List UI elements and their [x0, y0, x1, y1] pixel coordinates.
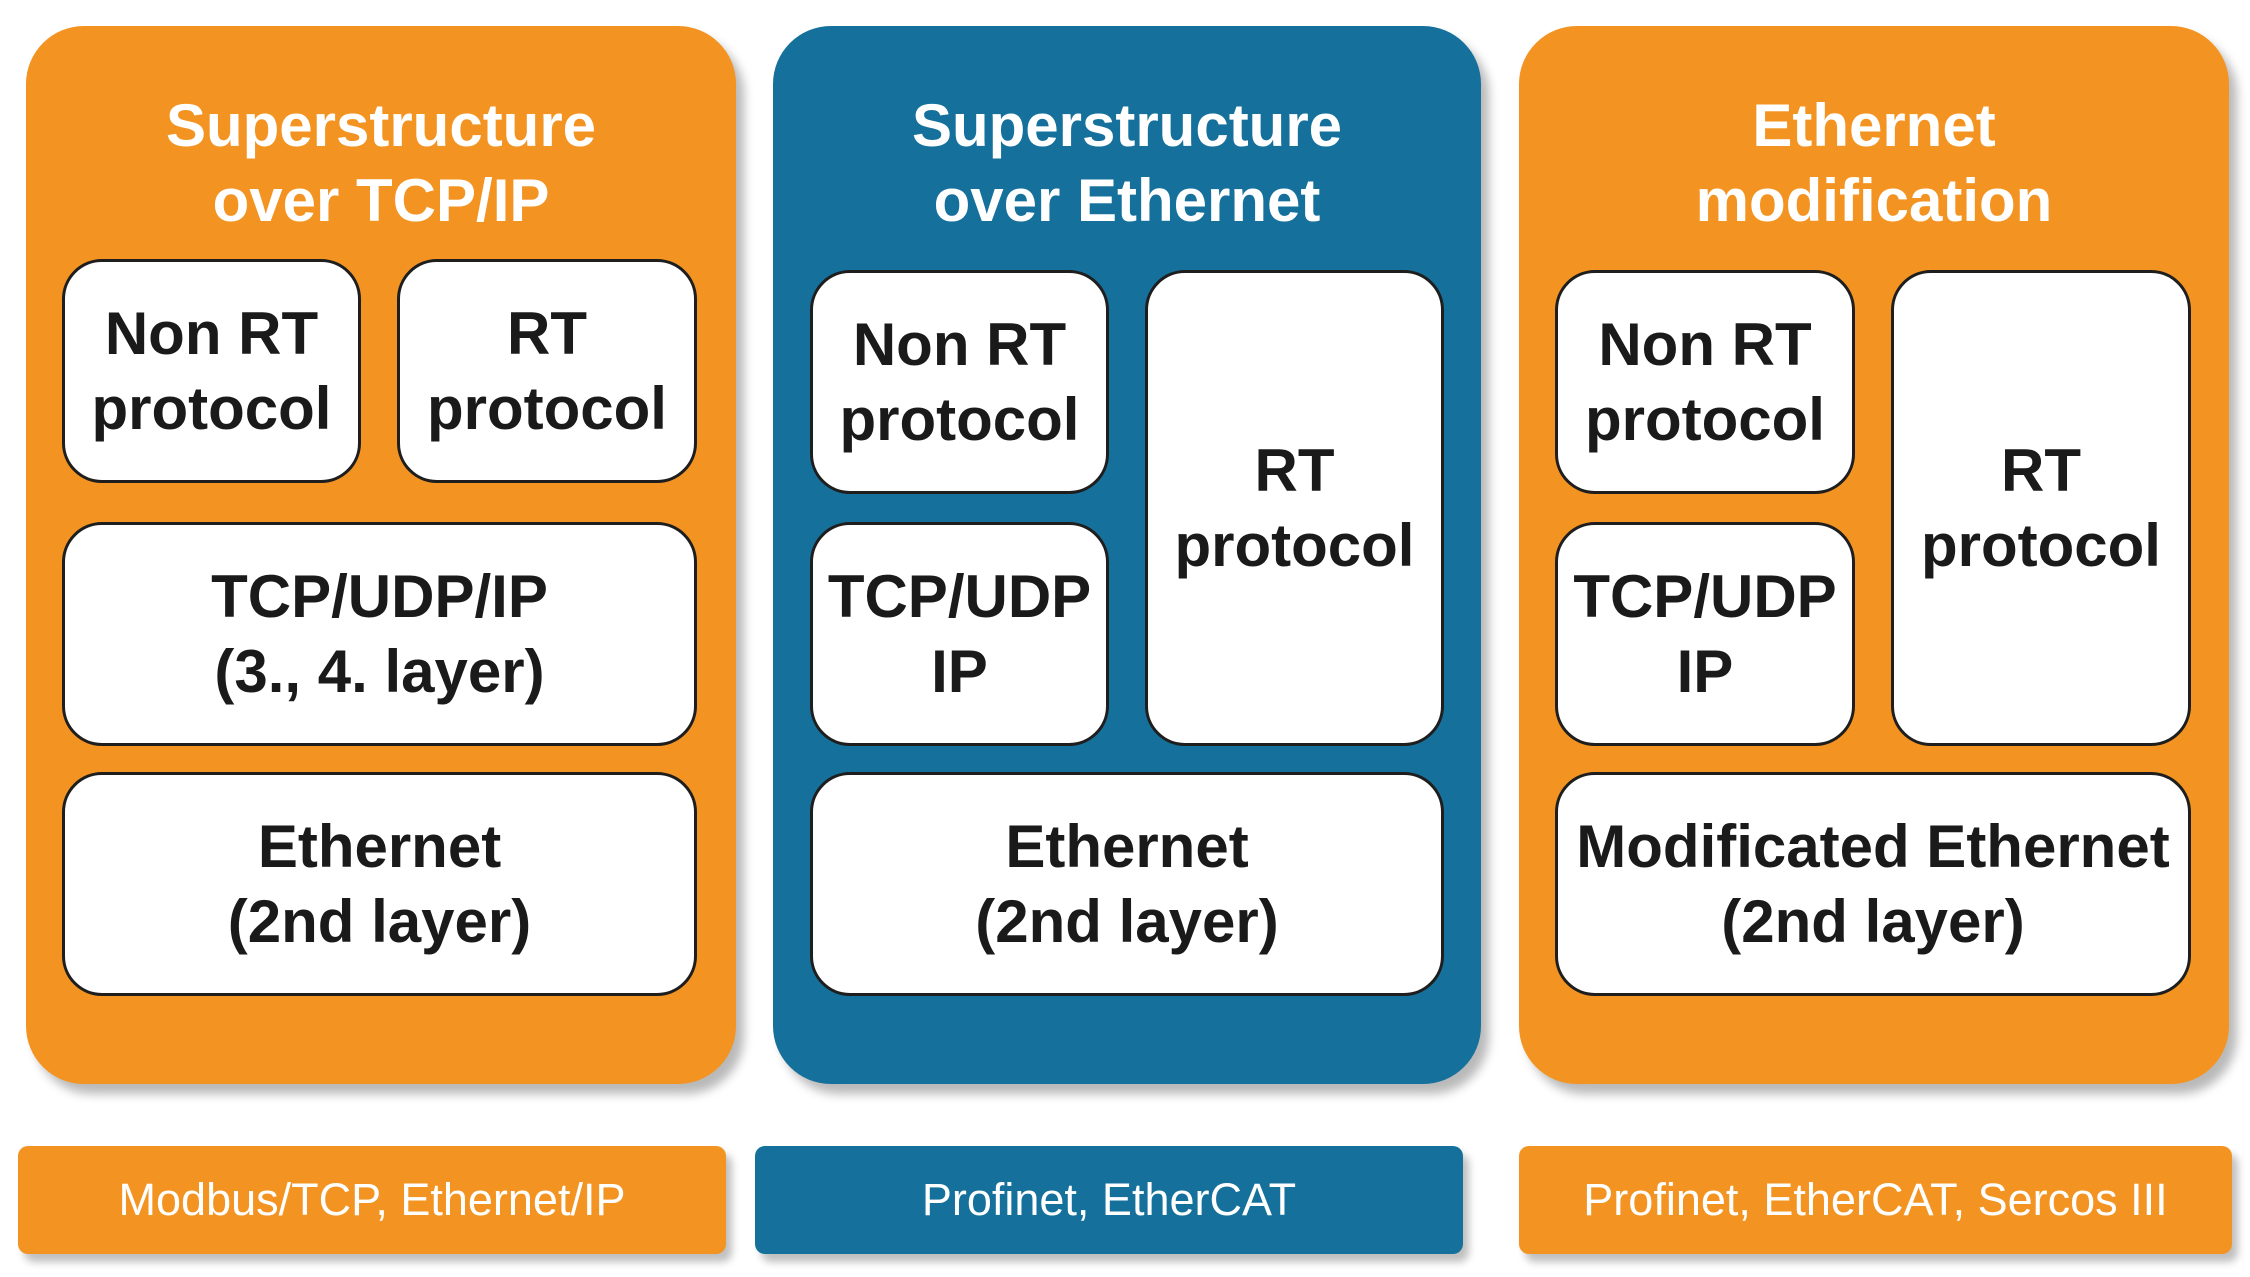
tcp-udp-ip-label: TCP/UDP/IP (3., 4. layer)	[211, 563, 548, 705]
ethernet-label: Ethernet (2nd layer)	[975, 813, 1279, 955]
ethernet-box: Ethernet (2nd layer)	[62, 772, 697, 996]
footer-modification-label: Profinet, EtherCAT, Sercos III	[1583, 1174, 2168, 1225]
panel-ethernet: Superstructure over Ethernet Non RT prot…	[773, 26, 1481, 1084]
panel-tcpip-title: Superstructure over TCP/IP	[165, 92, 597, 234]
non-rt-protocol-box: Non RT protocol	[810, 270, 1109, 494]
non-rt-protocol-label: Non RT protocol	[91, 300, 332, 442]
ethernet-label: Ethernet (2nd layer)	[227, 813, 532, 955]
rt-protocol-box: RT protocol	[397, 259, 697, 483]
tcp-udp-ip-box: TCP/UDP/IP (3., 4. layer)	[62, 522, 697, 746]
non-rt-protocol-box: Non RT protocol	[1555, 270, 1855, 494]
footer-ethernet-examples: Profinet, EtherCAT	[755, 1146, 1463, 1254]
rt-protocol-label: RT protocol	[1921, 437, 2161, 579]
panel-ethernet-title: Superstructure over Ethernet	[911, 92, 1343, 234]
tcp-udp-ip-box: TCP/UDP IP	[810, 522, 1109, 746]
ethernet-box: Ethernet (2nd layer)	[810, 772, 1444, 996]
modificated-ethernet-label: Modificated Ethernet (2nd layer)	[1576, 813, 2170, 955]
non-rt-protocol-label: Non RT protocol	[1585, 311, 1825, 453]
panel-tcpip: Superstructure over TCP/IP Non RT protoc…	[26, 26, 736, 1084]
tcp-udp-ip-label: TCP/UDP IP	[827, 563, 1092, 705]
rt-protocol-label: RT protocol	[1174, 437, 1415, 579]
tcp-udp-ip-label: TCP/UDP IP	[1573, 563, 1837, 705]
footer-ethernet-label: Profinet, EtherCAT	[921, 1174, 1297, 1225]
tcp-udp-ip-box: TCP/UDP IP	[1555, 522, 1855, 746]
modificated-ethernet-box: Modificated Ethernet (2nd layer)	[1555, 772, 2191, 996]
rt-protocol-box: RT protocol	[1145, 270, 1444, 746]
non-rt-protocol-label: Non RT protocol	[839, 311, 1080, 453]
footer-modification-examples: Profinet, EtherCAT, Sercos III	[1519, 1146, 2232, 1254]
footer-tcpip-examples: Modbus/TCP, Ethernet/IP	[18, 1146, 726, 1254]
footer-tcpip-label: Modbus/TCP, Ethernet/IP	[118, 1174, 626, 1225]
non-rt-protocol-box: Non RT protocol	[62, 259, 361, 483]
panel-modification-title: Ethernet modification	[1695, 92, 2053, 234]
panel-ethernet-modification: Ethernet modification Non RT protocol RT…	[1519, 26, 2229, 1084]
rt-protocol-box: RT protocol	[1891, 270, 2191, 746]
rt-protocol-label: RT protocol	[427, 300, 667, 442]
